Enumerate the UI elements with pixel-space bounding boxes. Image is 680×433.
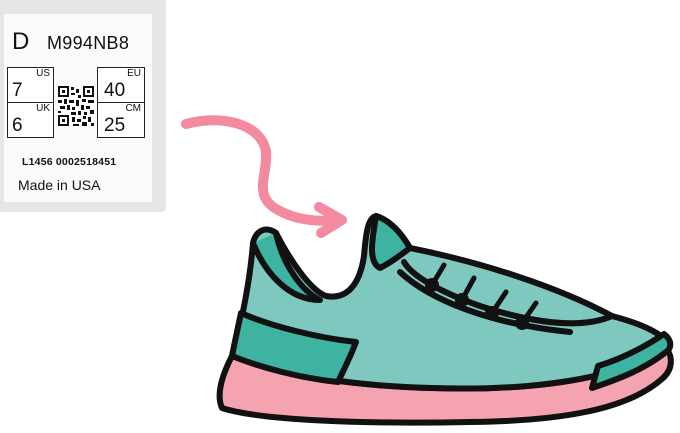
qr-code-icon [58, 86, 94, 126]
shoe-eyelets [425, 278, 529, 330]
size-region-eu: EU [127, 68, 141, 79]
width-code: D [12, 28, 30, 55]
shoe-size-label: D M994NB8 US 7 UK 6 EU 40 CM 25 [0, 0, 166, 212]
serial-number: L1456 0002518451 [22, 156, 117, 168]
size-value-cm: 25 [104, 115, 126, 136]
sneaker-illustration [216, 213, 674, 426]
size-box-us: US 7 [7, 67, 54, 103]
size-region-us: US [36, 68, 50, 79]
model-code: M994NB8 [47, 33, 130, 53]
size-region-uk: UK [36, 103, 50, 114]
size-box-uk: UK 6 [7, 102, 54, 138]
curved-arrow-icon [181, 115, 347, 238]
size-region-cm: CM [125, 103, 141, 114]
size-value-eu: 40 [104, 80, 126, 101]
size-value-us: 7 [12, 80, 23, 101]
country-of-origin: Made in USA [18, 177, 101, 193]
size-box-cm: CM 25 [97, 102, 145, 138]
size-value-uk: 6 [12, 115, 23, 136]
label-sticker: D M994NB8 US 7 UK 6 EU 40 CM 25 [4, 14, 152, 202]
